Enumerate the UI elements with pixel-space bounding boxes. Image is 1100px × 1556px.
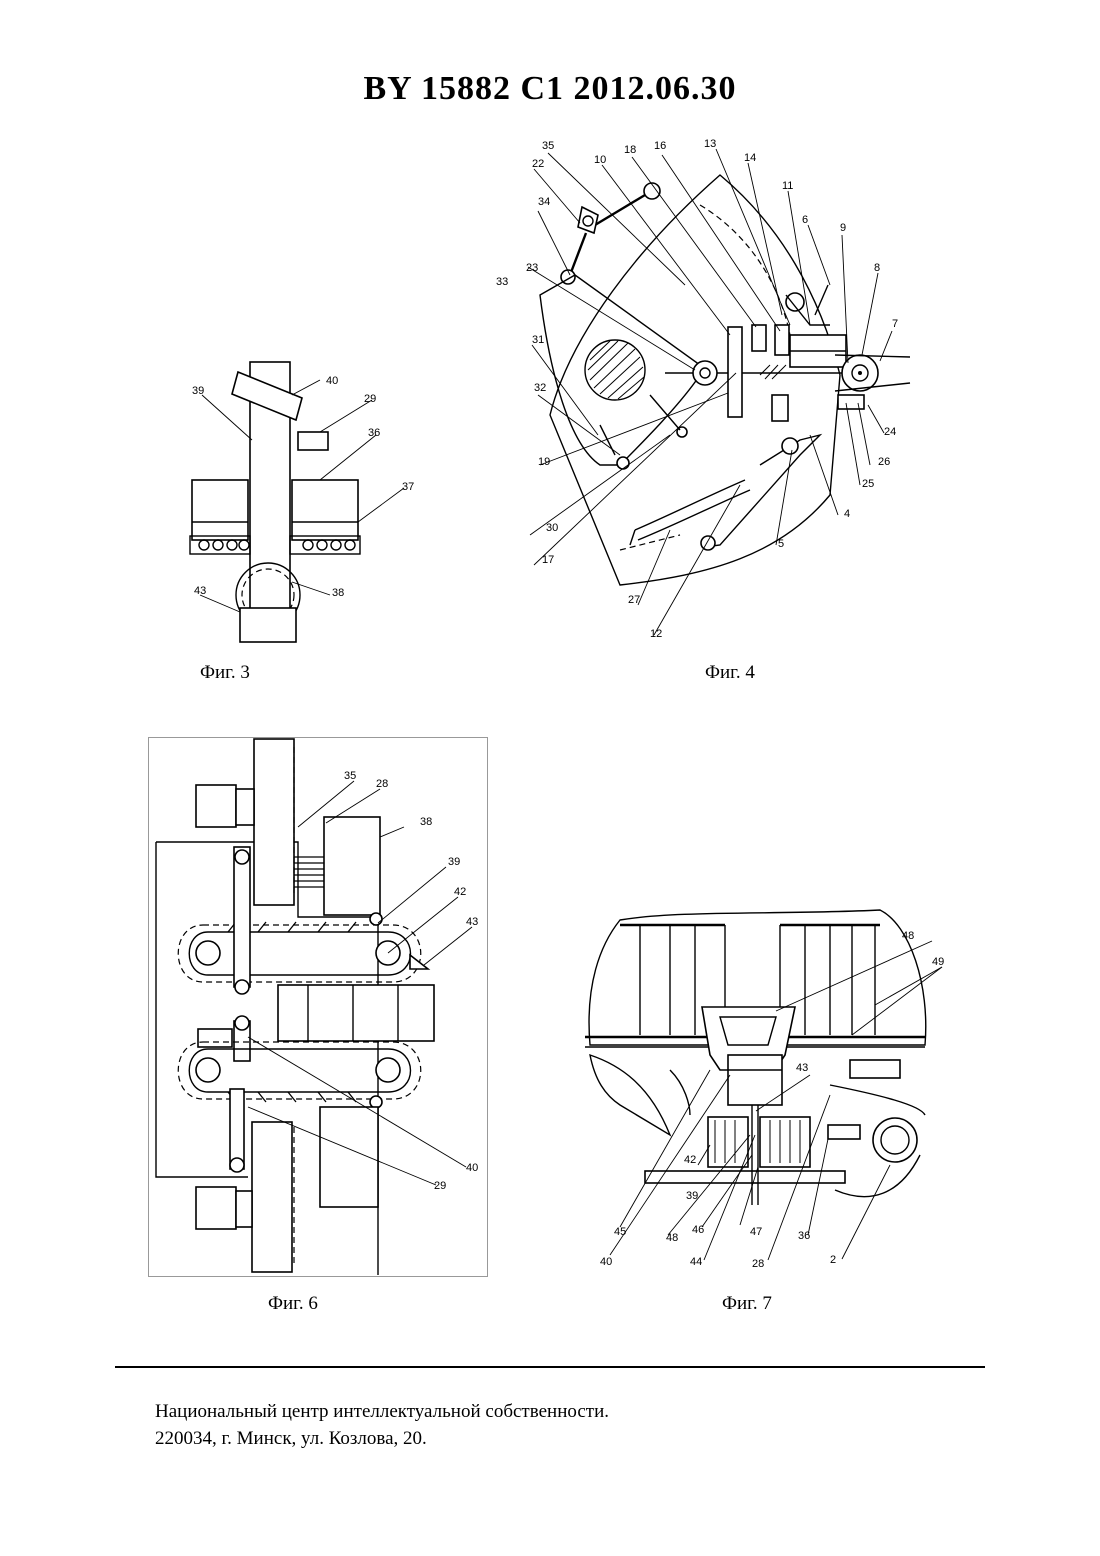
fig7-label-43: 43 [796, 1062, 808, 1074]
footer-address: Национальный центр интеллектуальной собс… [155, 1398, 609, 1452]
fig4-label-13: 13 [704, 138, 716, 150]
fig7-label-46: 46 [692, 1224, 704, 1236]
fig4-label-11: 11 [782, 180, 793, 192]
fig4-label-33: 33 [496, 276, 508, 288]
figure-4-caption: Фиг. 4 [705, 662, 755, 684]
figure-7-caption: Фиг. 7 [722, 1293, 772, 1315]
fig4-label-25: 25 [862, 478, 874, 490]
fig7-label-40: 40 [600, 1256, 612, 1268]
fig6-label-40: 40 [466, 1162, 478, 1174]
fig7-label-48-bottom: 48 [666, 1232, 678, 1244]
fig3-label-37: 37 [402, 481, 414, 493]
fig4-label-34: 34 [538, 196, 550, 208]
fig4-label-32: 32 [534, 382, 546, 394]
fig3-label-38: 38 [332, 587, 344, 599]
fig6-label-42: 42 [454, 886, 466, 898]
fig7-label-28: 28 [752, 1258, 764, 1270]
fig4-label-16: 16 [654, 140, 666, 152]
fig6-label-29: 29 [434, 1180, 446, 1192]
fig6-label-35: 35 [344, 770, 356, 782]
fig7-label-45: 45 [614, 1226, 626, 1238]
figure-3-drawing: 39 40 29 36 37 43 38 [180, 350, 440, 650]
footer-divider [115, 1366, 985, 1368]
fig4-label-18: 18 [624, 144, 636, 156]
fig6-label-43: 43 [466, 916, 478, 928]
fig4-label-8: 8 [874, 262, 880, 274]
fig7-label-44: 44 [690, 1256, 702, 1268]
fig7-label-36: 36 [798, 1230, 810, 1242]
fig4-label-19: 19 [538, 456, 550, 468]
footer-line-2: 220034, г. Минск, ул. Козлова, 20. [155, 1425, 609, 1452]
fig4-label-12: 12 [650, 628, 662, 640]
fig6-label-28: 28 [376, 778, 388, 790]
figure-6-caption: Фиг. 6 [268, 1293, 318, 1315]
figure-6-drawing: 35 28 38 39 42 43 40 29 [148, 737, 488, 1277]
fig4-label-10: 10 [594, 154, 606, 166]
fig4-label-31: 31 [532, 334, 544, 346]
fig4-label-17: 17 [542, 554, 554, 566]
fig3-label-43: 43 [194, 585, 206, 597]
figure-7-drawing: 48 49 43 42 39 45 40 48 46 44 47 28 36 2 [580, 905, 960, 1275]
fig7-label-2: 2 [830, 1254, 836, 1266]
fig4-label-7: 7 [892, 318, 898, 330]
footer-line-1: Национальный центр интеллектуальной собс… [155, 1398, 609, 1425]
fig4-label-5: 5 [778, 538, 784, 550]
fig3-label-39: 39 [192, 385, 204, 397]
fig6-label-38: 38 [420, 816, 432, 828]
figure-3-caption: Фиг. 3 [200, 662, 250, 684]
fig7-label-39: 39 [686, 1190, 698, 1202]
fig4-label-24: 24 [884, 426, 896, 438]
fig7-label-48-top: 48 [902, 930, 914, 942]
document-title: BY 15882 C1 2012.06.30 [0, 70, 1100, 108]
fig4-label-6: 6 [802, 214, 808, 226]
figure-4-drawing: 35 10 18 16 13 14 22 11 6 9 34 8 23 7 33… [490, 135, 920, 645]
fig3-label-29: 29 [364, 393, 376, 405]
fig3-label-40: 40 [326, 375, 338, 387]
fig4-label-4: 4 [844, 508, 850, 520]
fig4-label-26: 26 [878, 456, 890, 468]
fig4-label-14: 14 [744, 152, 756, 164]
fig4-label-35: 35 [542, 140, 554, 152]
fig6-label-39: 39 [448, 856, 460, 868]
fig4-label-23: 23 [526, 262, 538, 274]
fig3-label-36: 36 [368, 427, 380, 439]
fig4-label-22: 22 [532, 158, 544, 170]
fig4-label-30: 30 [546, 522, 558, 534]
fig7-label-42: 42 [684, 1154, 696, 1166]
fig7-label-49: 49 [932, 956, 944, 968]
fig7-label-47: 47 [750, 1226, 762, 1238]
fig4-label-27: 27 [628, 594, 640, 606]
fig4-label-9: 9 [840, 222, 846, 234]
